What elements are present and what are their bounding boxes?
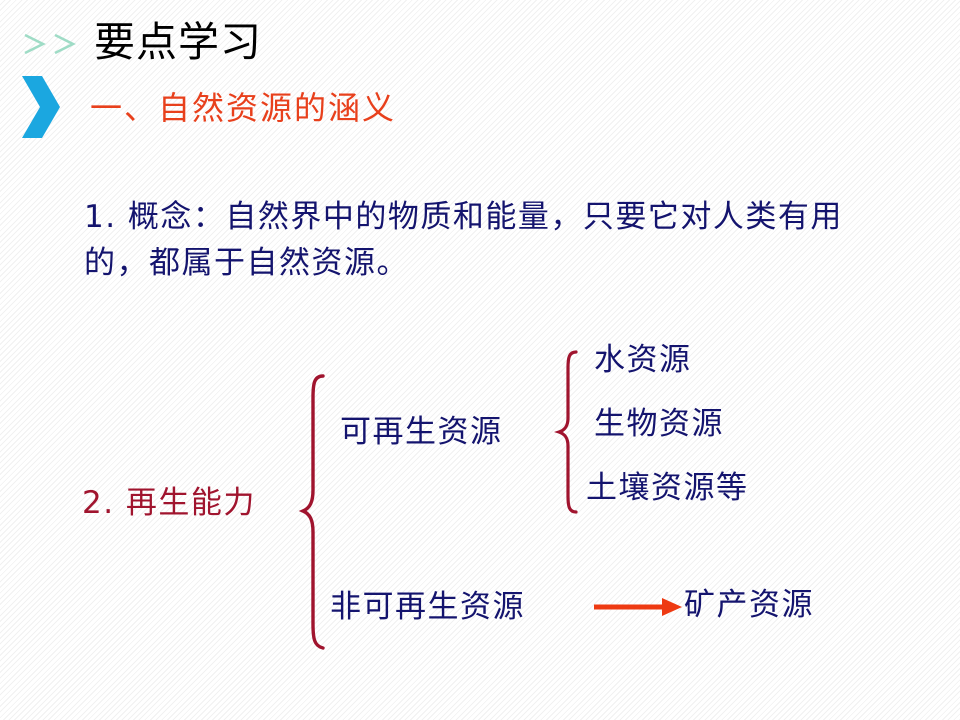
arrow-right-icon (592, 596, 684, 618)
renewable-item: 生物资源 (594, 406, 724, 442)
chevron-right-icon (20, 76, 62, 138)
section-title: 一、自然资源的涵义 (90, 89, 397, 127)
left-brace-icon (296, 372, 328, 652)
renewable-resources-label: 可再生资源 (340, 414, 503, 450)
renewable-item: 水资源 (594, 342, 692, 378)
left-brace-icon (553, 348, 580, 516)
concept-paragraph: 1. 概念：自然界中的物质和能量，只要它对人类有用的，都属于自然资源。 (84, 199, 843, 281)
nonrenewable-resources-label: 非可再生资源 (330, 589, 525, 625)
regeneration-label: 2. 再生能力 (82, 485, 256, 521)
renewable-item: 土壤资源等 (586, 470, 749, 506)
page-title: 要点学习 (94, 18, 262, 66)
double-chevron-right-icon (22, 32, 76, 56)
mineral-resources-label: 矿产资源 (684, 587, 814, 623)
